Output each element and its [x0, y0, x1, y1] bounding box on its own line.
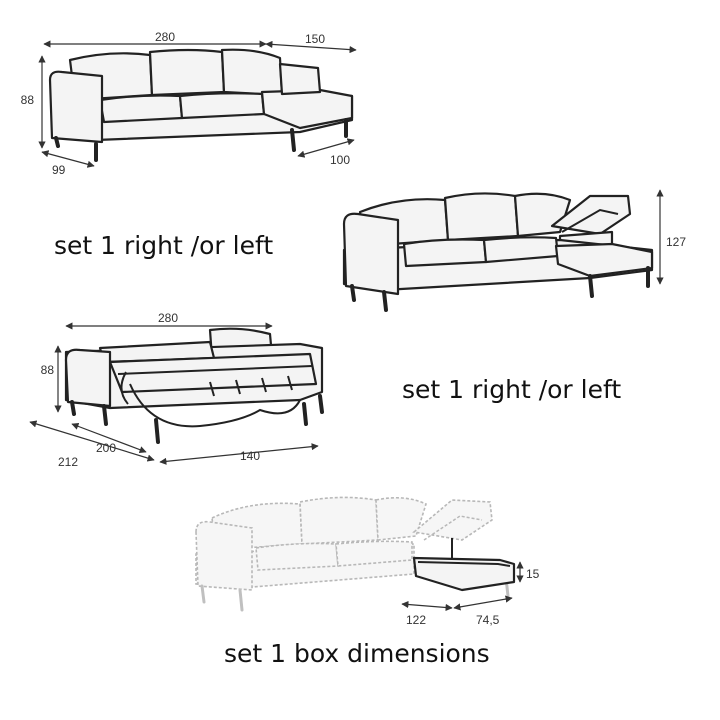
dim-bed-width-140: 140: [240, 449, 260, 463]
dim-bed-width-280: 280: [158, 311, 178, 325]
dim-box-length-122: 122: [406, 613, 426, 627]
sofa-drawing-3: [64, 327, 324, 444]
dim-chaise-depth-100: 100: [330, 153, 350, 167]
caption-bed-set: set 1 right /or left: [402, 375, 621, 404]
caption-storage-set: set 1 right /or left: [54, 231, 273, 260]
dim-bed-height-88: 88: [41, 363, 55, 377]
dim-box-height-15: 15: [526, 567, 540, 581]
dim-total-length-212: 212: [58, 455, 78, 469]
dim-depth-99: 99: [52, 163, 66, 177]
dim-box-width-745: 74,5: [476, 613, 500, 627]
diagram-bed-open: 280 88 200 212 140: [29, 311, 324, 469]
sofa-drawing-2: [342, 192, 654, 312]
diagram-sofa-dimensions: 280 150 88 99 100: [21, 30, 357, 177]
diagram-box-dimensions: 15 122 74,5: [195, 496, 540, 627]
dim-height-88: 88: [21, 93, 35, 107]
dim-width-280: 280: [155, 30, 175, 44]
storage-box: [412, 556, 516, 592]
diagram-storage-open: 127: [342, 189, 686, 312]
caption-box-dimensions: set 1 box dimensions: [224, 639, 490, 668]
sofa-drawing-4-faded: [195, 496, 510, 612]
sofa-drawing-1: [48, 48, 354, 162]
dim-height-127: 127: [666, 235, 686, 249]
dim-chaise-width-150: 150: [305, 32, 325, 46]
